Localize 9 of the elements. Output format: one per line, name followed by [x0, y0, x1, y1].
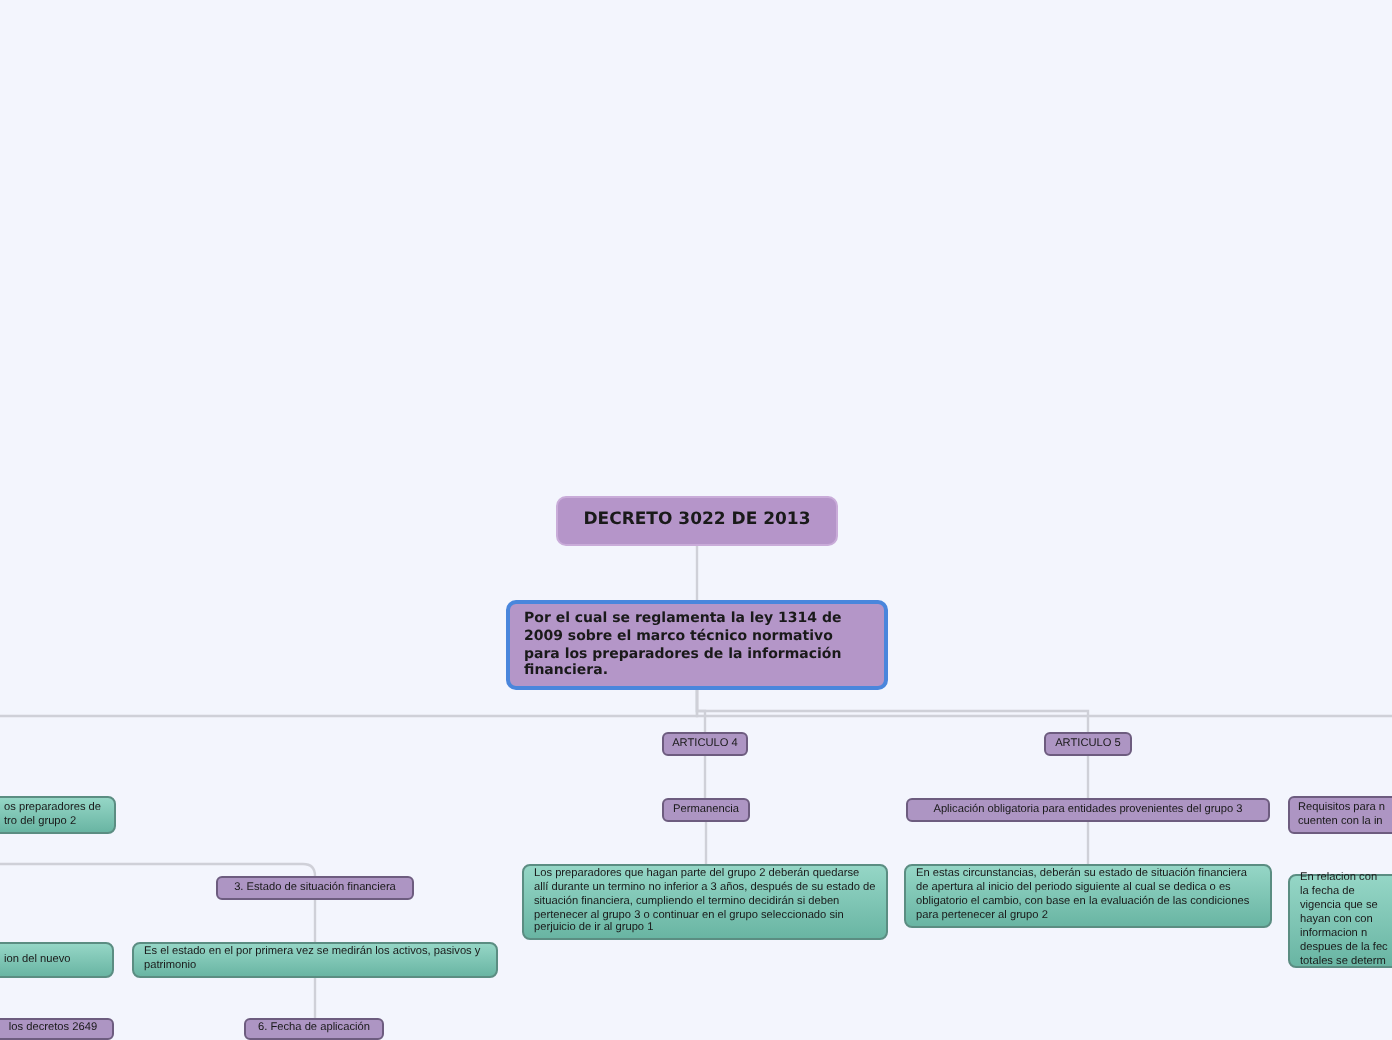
connector-line — [703, 756, 707, 798]
connector-line — [313, 978, 317, 1018]
connector-line — [313, 900, 317, 942]
connector-line — [1086, 756, 1090, 798]
connector-line — [695, 546, 699, 600]
title-box: DECRETO 3022 DE 2013 — [556, 496, 838, 546]
connector-line — [1086, 822, 1090, 864]
connector-line — [0, 862, 317, 878]
connector-line — [704, 822, 708, 864]
